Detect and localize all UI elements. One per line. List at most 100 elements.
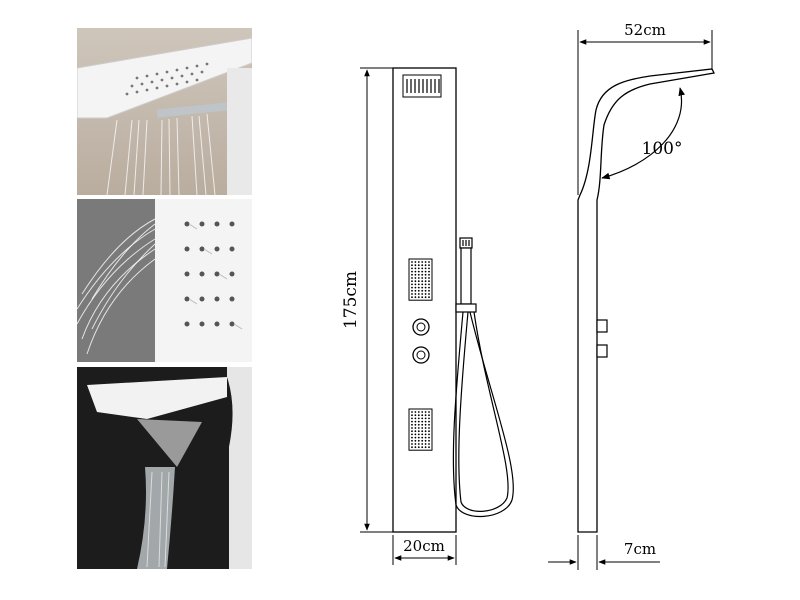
jet-nozzle xyxy=(424,423,427,426)
jet-nozzle xyxy=(421,264,424,267)
jet-nozzle xyxy=(411,430,413,433)
jet-nozzle xyxy=(411,417,413,420)
jet-nozzle xyxy=(417,270,420,273)
jet-nozzle xyxy=(424,436,427,439)
jet-nozzle xyxy=(411,433,413,436)
jet-nozzle xyxy=(424,286,427,289)
jet-nozzle xyxy=(417,414,420,417)
jet-nozzle xyxy=(417,267,420,270)
jet-nozzle xyxy=(421,277,424,279)
jet-grid-frame xyxy=(408,408,433,451)
jet-nozzle xyxy=(411,293,413,295)
jet-nozzle xyxy=(414,280,417,283)
jet-nozzle xyxy=(428,280,430,283)
jet-nozzle xyxy=(414,270,417,273)
jet-nozzle xyxy=(421,267,424,270)
jet-nozzle xyxy=(421,289,424,292)
jet-nozzle xyxy=(414,273,417,276)
jet-nozzle xyxy=(424,420,427,423)
jet-nozzle xyxy=(414,286,417,289)
jet-nozzle xyxy=(421,293,424,295)
jet-nozzle xyxy=(428,433,430,436)
jet-nozzle xyxy=(421,436,424,439)
jet-nozzle xyxy=(411,280,413,283)
jet-nozzle xyxy=(421,283,424,286)
jet-nozzle xyxy=(428,411,430,413)
jet-nozzle xyxy=(414,446,417,449)
jet-nozzle xyxy=(417,439,420,442)
jet-nozzle xyxy=(421,420,424,423)
jet-nozzle xyxy=(414,267,417,270)
jet-nozzle xyxy=(424,411,427,413)
jet-nozzle xyxy=(411,261,413,263)
jet-nozzle xyxy=(421,414,424,417)
jet-nozzle xyxy=(428,267,430,270)
jet-nozzle xyxy=(414,289,417,292)
width-label: 20cm xyxy=(403,537,445,555)
height-dimension xyxy=(360,67,395,533)
jet-nozzle xyxy=(428,427,430,429)
jet-nozzle xyxy=(411,414,413,417)
jet-nozzle xyxy=(428,273,430,276)
jet-nozzle xyxy=(424,296,427,299)
jet-nozzle xyxy=(411,267,413,270)
jet-nozzle xyxy=(424,264,427,267)
jet-nozzle xyxy=(417,293,420,295)
jet-nozzle xyxy=(428,423,430,426)
jet-nozzle xyxy=(414,439,417,442)
control-knob-lower xyxy=(412,346,430,364)
jet-nozzle xyxy=(411,273,413,276)
jet-nozzle xyxy=(411,443,413,445)
jet-nozzle xyxy=(424,439,427,442)
jet-nozzle xyxy=(414,293,417,295)
jet-nozzle xyxy=(411,277,413,279)
jet-nozzle xyxy=(414,296,417,299)
jet-nozzle xyxy=(414,411,417,413)
jet-nozzle xyxy=(428,446,430,449)
jet-nozzle xyxy=(417,430,420,433)
jet-nozzle xyxy=(421,261,424,263)
photo-rain-shower-head xyxy=(77,28,252,195)
jet-nozzle xyxy=(421,433,424,436)
jet-nozzle xyxy=(414,433,417,436)
jet-nozzle xyxy=(424,273,427,276)
jet-nozzle xyxy=(417,433,420,436)
depth-label: 7cm xyxy=(624,540,656,558)
jet-nozzle xyxy=(424,283,427,286)
side-controls xyxy=(596,319,608,358)
jet-nozzle xyxy=(421,411,424,413)
jet-nozzle xyxy=(411,423,413,426)
jet-nozzle xyxy=(424,293,427,295)
photo-waterfall-spout xyxy=(77,367,252,569)
jet-nozzle xyxy=(428,443,430,445)
jet-nozzle xyxy=(417,296,420,299)
jet-nozzle xyxy=(411,270,413,273)
jet-nozzle xyxy=(421,273,424,276)
jet-nozzle xyxy=(421,443,424,445)
jet-grid-frame xyxy=(408,258,433,301)
lower-jet-grid xyxy=(408,408,433,451)
jet-nozzle xyxy=(414,427,417,429)
jet-nozzle xyxy=(424,289,427,292)
jet-nozzle xyxy=(421,280,424,283)
control-knob-upper xyxy=(412,318,430,336)
jet-nozzle xyxy=(424,280,427,283)
angle-label: 100° xyxy=(642,139,683,159)
jet-nozzle xyxy=(411,411,413,413)
jet-nozzle xyxy=(414,420,417,423)
jet-nozzle xyxy=(424,430,427,433)
jet-nozzle xyxy=(411,446,413,449)
jet-nozzle xyxy=(424,417,427,420)
jet-nozzle xyxy=(411,283,413,286)
jet-nozzle xyxy=(424,261,427,263)
jet-nozzle xyxy=(417,423,420,426)
jet-nozzle xyxy=(417,277,420,279)
hand-shower xyxy=(455,237,477,313)
jet-nozzle xyxy=(424,414,427,417)
jet-nozzle xyxy=(417,443,420,445)
photo-massage-jets xyxy=(77,199,252,362)
jet-nozzle xyxy=(424,270,427,273)
jet-nozzle xyxy=(414,443,417,445)
shower-hose xyxy=(452,311,514,517)
